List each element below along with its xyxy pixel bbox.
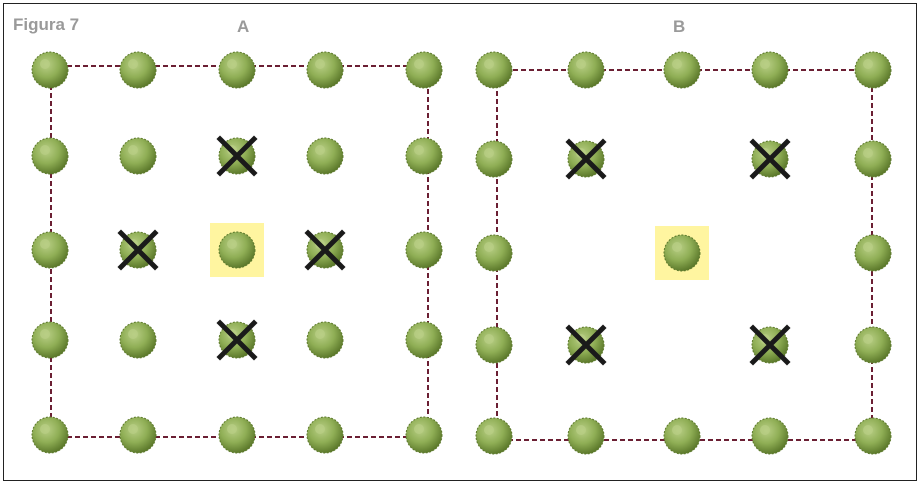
panel-a-r0c0-tree-icon <box>31 51 69 89</box>
panel-b-r0c2-tree-shine <box>672 59 682 69</box>
panel-b-r2c4-tree-icon <box>854 234 892 272</box>
panel-b-r0c4-tree-shine <box>863 59 873 69</box>
panel-a-r0c3-tree-icon <box>306 51 344 89</box>
panel-a-r3c3-tree-shine <box>315 329 325 339</box>
panel-a-r1c0-tree-icon <box>31 137 69 175</box>
panel-b-r4c4-tree-icon <box>854 417 892 455</box>
panel-b-r0c1-tree-icon <box>567 51 605 89</box>
panel-b-r3c1-cross-icon <box>565 324 607 366</box>
panel-b-r4c2-tree-shine <box>672 425 682 435</box>
panel-b-title: B <box>673 17 686 36</box>
panel-a-r4c0-tree-icon <box>31 416 69 454</box>
panel-a-r4c3-tree-shine <box>315 424 325 434</box>
panel-b-r4c0-tree-icon <box>475 417 513 455</box>
panel-a-r4c0-tree-shine <box>40 424 50 434</box>
panel-a-title: A <box>237 17 250 36</box>
panel-a-r4c2-tree-icon <box>218 416 256 454</box>
panel-b-r4c1-tree-shine <box>576 425 586 435</box>
panel-b-r1c4-tree-shine <box>863 148 873 158</box>
panel-b-r2c0-tree-shine <box>484 242 494 252</box>
panel-b-r1c0-tree-shine <box>484 148 494 158</box>
panel-a-r3c3-tree-icon <box>306 321 344 359</box>
panel-b-r1c4-tree-icon <box>854 140 892 178</box>
panel-a-r0c2-tree-icon <box>218 51 256 89</box>
panel-a-r2c2-tree-shine <box>227 239 237 249</box>
panel-a-r3c0-tree-icon <box>31 321 69 359</box>
panel-b-r4c4-tree-shine <box>863 425 873 435</box>
panel-a-r0c4-tree-shine <box>414 59 424 69</box>
panel-b-r1c3-cross-icon <box>749 138 791 180</box>
panel-a-r3c4-tree-icon <box>405 321 443 359</box>
panel-a-r1c4-tree-icon <box>405 137 443 175</box>
panel-b-r0c1-tree-shine <box>576 59 586 69</box>
panel-b-r3c4-tree-icon <box>854 326 892 364</box>
panel-a-r2c4-tree-icon <box>405 231 443 269</box>
panel-a-r0c4-tree-icon <box>405 51 443 89</box>
panel-a-r0c1-tree-shine <box>128 59 138 69</box>
panel-a-r2c0-tree-shine <box>40 239 50 249</box>
panel-a-r4c2-tree-shine <box>227 424 237 434</box>
panel-a-r4c1-tree-icon <box>119 416 157 454</box>
panel-b-r1c0-tree-icon <box>475 140 513 178</box>
panel-a-r3c1-tree-shine <box>128 329 138 339</box>
panel-b-r4c3-tree-icon <box>751 417 789 455</box>
panel-b-r1c1-cross-icon <box>565 138 607 180</box>
panel-b-r4c3-tree-shine <box>760 425 770 435</box>
panel-a-r1c1-tree-shine <box>128 145 138 155</box>
panel-b-r4c1-tree-icon <box>567 417 605 455</box>
panel-a-r2c2-tree-icon <box>218 231 256 269</box>
panel-a-r4c3-tree-icon <box>306 416 344 454</box>
panel-a-r4c4-tree-shine <box>414 424 424 434</box>
panel-b-r0c0-tree-shine <box>484 59 494 69</box>
panel-a-r1c1-tree-icon <box>119 137 157 175</box>
panel-b-r2c0-tree-icon <box>475 234 513 272</box>
panel-b-r3c4-tree-shine <box>863 334 873 344</box>
panel-a-r0c3-tree-shine <box>315 59 325 69</box>
panel-a-r2c4-tree-shine <box>414 239 424 249</box>
panel-b-r4c0-tree-shine <box>484 425 494 435</box>
panel-b-r0c4-tree-icon <box>854 51 892 89</box>
panel-b-r3c0-tree-icon <box>475 326 513 364</box>
panel-b-r2c2-tree-shine <box>672 242 682 252</box>
panel-b-r0c3-tree-shine <box>760 59 770 69</box>
panel-a-r1c3-tree-shine <box>315 145 325 155</box>
panel-a-r0c1-tree-icon <box>119 51 157 89</box>
panel-a-r3c2-cross-icon <box>216 319 258 361</box>
figure-label: Figura 7 <box>13 15 80 34</box>
panel-a-r3c0-tree-shine <box>40 329 50 339</box>
panel-a <box>31 51 443 454</box>
panel-a-r3c4-tree-shine <box>414 329 424 339</box>
panel-a-r2c0-tree-icon <box>31 231 69 269</box>
panel-a-r1c3-tree-icon <box>306 137 344 175</box>
panel-a-r4c4-tree-icon <box>405 416 443 454</box>
panel-b-r4c2-tree-icon <box>663 417 701 455</box>
panel-b-r3c3-cross-icon <box>749 324 791 366</box>
panel-a-r0c2-tree-shine <box>227 59 237 69</box>
panel-b-r3c0-tree-shine <box>484 334 494 344</box>
panel-a-r2c1-cross-icon <box>117 229 159 271</box>
panel-a-r4c1-tree-shine <box>128 424 138 434</box>
panel-a-r1c0-tree-shine <box>40 145 50 155</box>
panel-a-r3c1-tree-icon <box>119 321 157 359</box>
panel-b-r2c2-tree-icon <box>663 234 701 272</box>
panel-b-r2c4-tree-shine <box>863 242 873 252</box>
panel-a-r1c4-tree-shine <box>414 145 424 155</box>
panel-a-r2c3-cross-icon <box>304 229 346 271</box>
panel-b-r0c2-tree-icon <box>663 51 701 89</box>
panel-b-r0c3-tree-icon <box>751 51 789 89</box>
panel-b-r0c0-tree-icon <box>475 51 513 89</box>
panel-a-r1c2-cross-icon <box>216 135 258 177</box>
panel-b <box>475 51 892 455</box>
panel-a-r0c0-tree-shine <box>40 59 50 69</box>
